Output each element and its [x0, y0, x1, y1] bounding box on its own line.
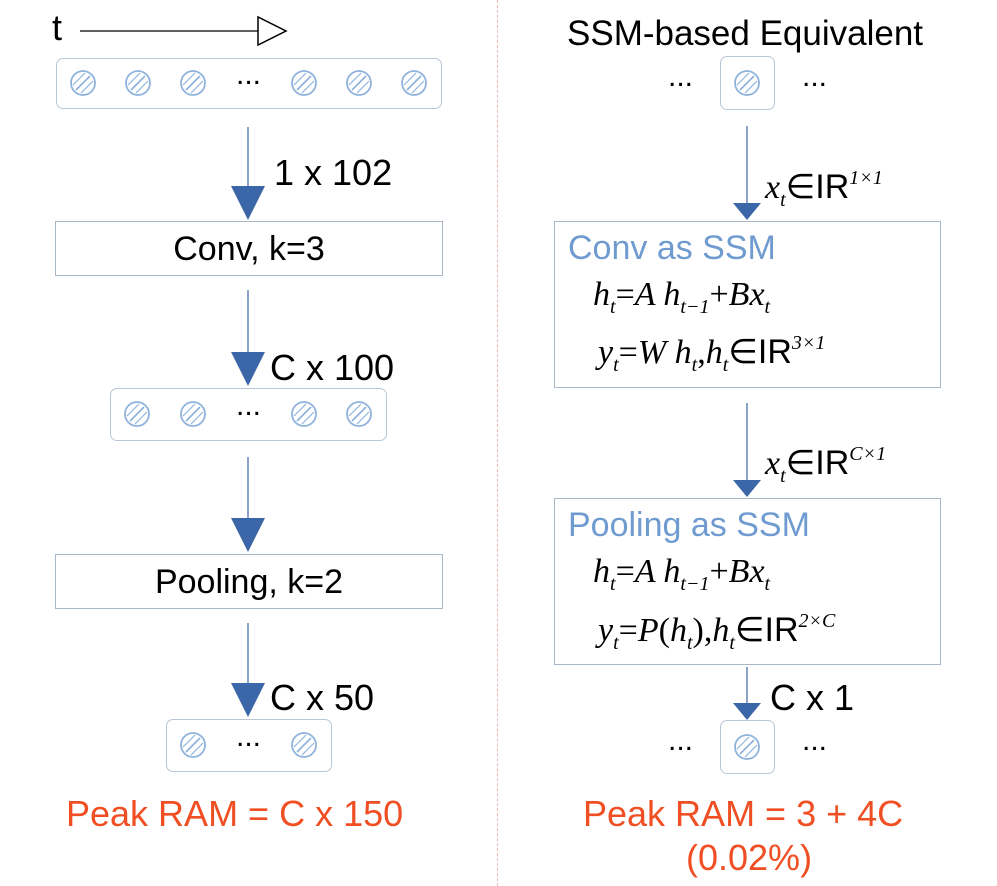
input-dim-formula-1: xt∈IR1×1 — [765, 167, 883, 211]
flow-arrow-icon — [231, 290, 265, 386]
ellipsis: ... — [668, 60, 694, 93]
pooling-ssm-box — [554, 498, 941, 665]
conv-ssm-output-equation: yt=W ht,ht∈IR3×1 — [598, 332, 826, 376]
hatched-circle-icon — [346, 401, 372, 427]
conv-ssm-state-equation: ht=A ht−1+Bxt — [593, 276, 771, 318]
ssm-output-shape: C x 1 — [770, 677, 855, 718]
hatched-circle-icon — [346, 70, 372, 96]
hatched-circle-icon — [291, 732, 317, 758]
time-label: t — [52, 7, 63, 48]
hatched-circle-icon — [180, 70, 206, 96]
hatched-circle-icon — [291, 70, 317, 96]
hatched-circle-icon — [401, 70, 427, 96]
flow-arrow-icon — [733, 403, 761, 497]
hatched-circle-icon — [70, 70, 96, 96]
input-shape-label: 1 x 102 — [274, 152, 393, 193]
flow-arrow-icon — [733, 126, 761, 220]
flow-arrow-icon — [231, 457, 265, 552]
right-peak-ram: Peak RAM = 3 + 4C — [583, 793, 904, 834]
conv-ssm-box — [554, 221, 941, 388]
ellipsis: ... — [236, 58, 262, 91]
time-arrow-icon — [80, 15, 288, 47]
conv-output-shape: C x 100 — [270, 347, 395, 388]
hatched-circle-icon — [180, 732, 206, 758]
right-peak-ram-percent: (0.02%) — [686, 837, 813, 878]
conv-label: Conv, k=3 — [173, 230, 325, 268]
hatched-circle-icon — [124, 401, 150, 427]
ellipsis: ... — [668, 724, 694, 757]
pooling-ssm-output-equation: yt=P(ht),ht∈IR2×C — [598, 610, 836, 654]
ellipsis: ... — [236, 720, 262, 753]
flow-arrow-icon — [231, 127, 265, 220]
right-title: SSM-based Equivalent — [567, 14, 924, 53]
hatched-circle-icon — [125, 70, 151, 96]
pool-output-shape: C x 50 — [270, 677, 375, 718]
conv-box: Conv, k=3 — [55, 221, 443, 276]
input-sequence — [56, 58, 442, 109]
hatched-circle-icon — [180, 401, 206, 427]
pooling-label: Pooling, k=2 — [154, 563, 344, 601]
ellipsis: ... — [802, 724, 828, 757]
hatched-circle-icon — [734, 734, 760, 760]
input-dim-formula-2: xt∈IRC×1 — [765, 443, 887, 487]
column-divider — [497, 0, 498, 886]
pooling-ssm-state-equation: ht=A ht−1+Bxt — [593, 553, 771, 595]
hatched-circle-icon — [734, 70, 760, 96]
conv-output-sequence — [110, 388, 387, 441]
hatched-circle-icon — [291, 401, 317, 427]
left-peak-ram: Peak RAM = C x 150 — [66, 793, 404, 834]
ellipsis: ... — [802, 60, 828, 93]
pooling-ssm-title: Pooling as SSM — [568, 506, 810, 544]
flow-arrow-icon — [231, 623, 265, 717]
pooling-box: Pooling, k=2 — [55, 554, 443, 609]
ellipsis: ... — [236, 389, 262, 422]
flow-arrow-icon — [733, 667, 761, 720]
conv-ssm-title: Conv as SSM — [568, 229, 776, 267]
